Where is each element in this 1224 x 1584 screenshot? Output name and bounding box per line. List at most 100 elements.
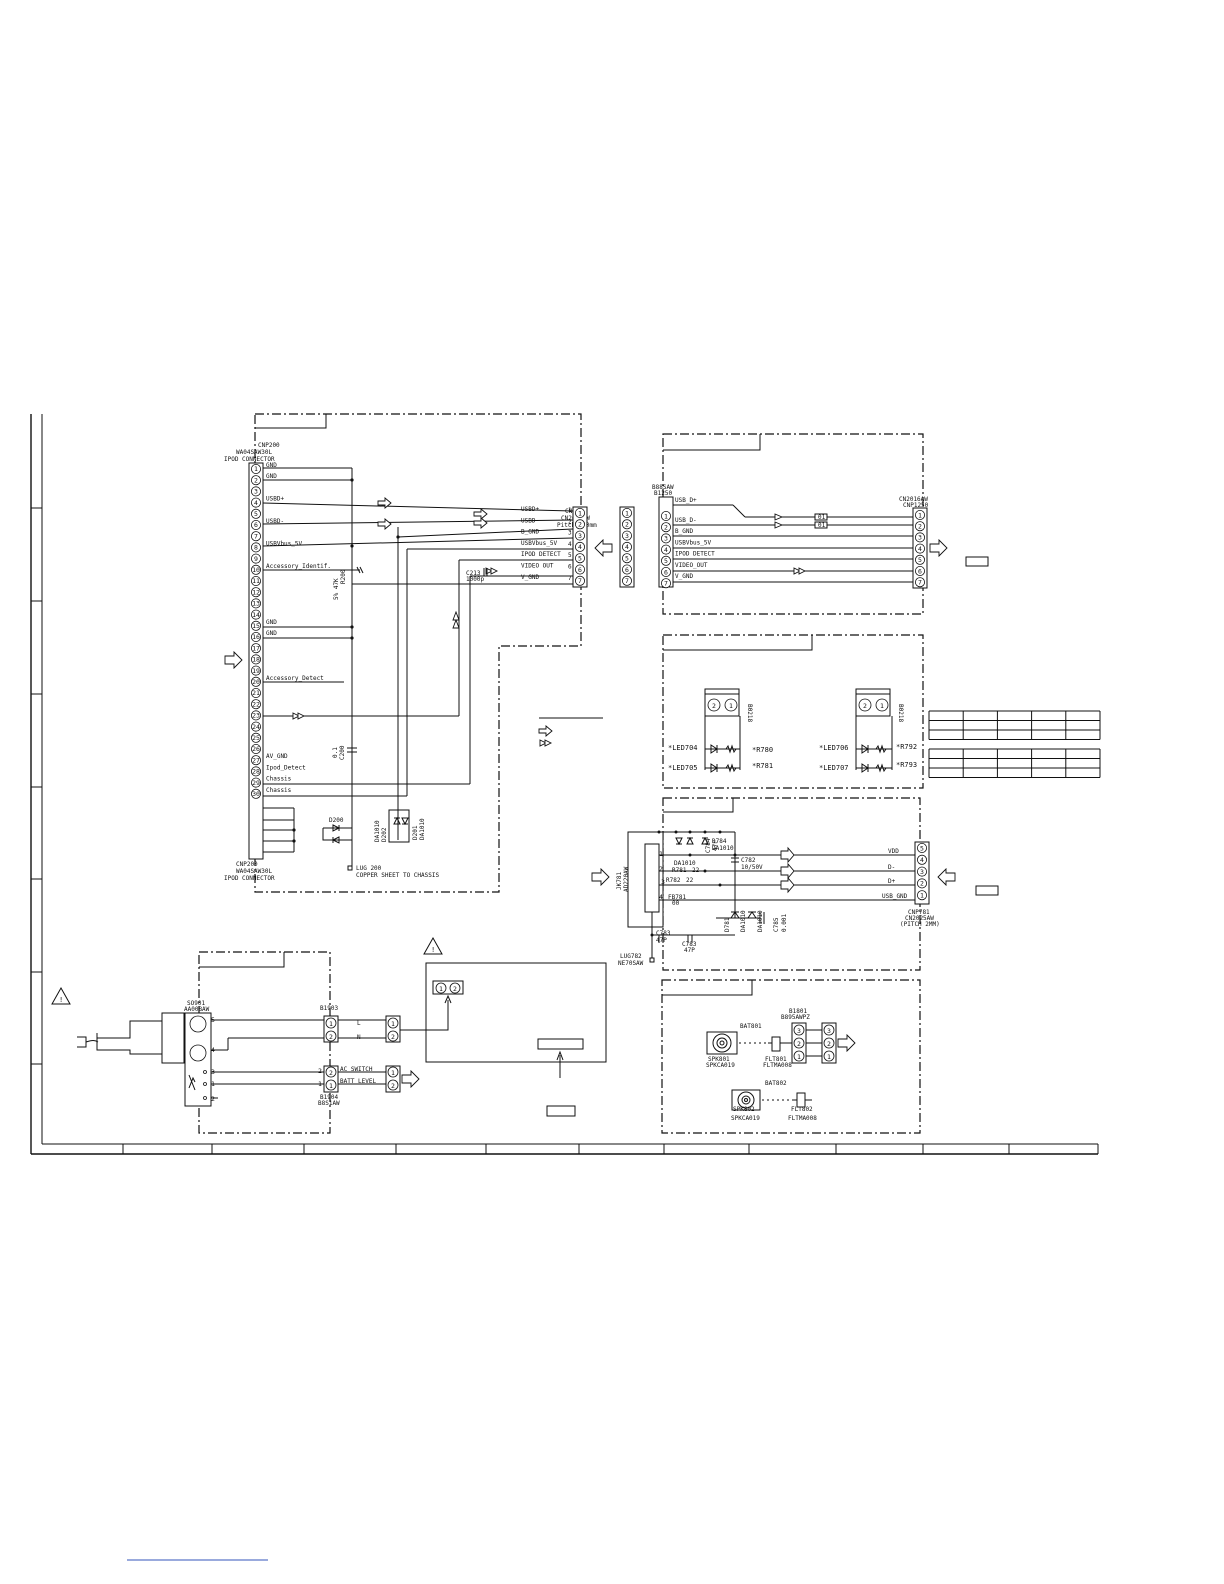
cnp200-pin	[250, 486, 261, 497]
b1250-left-pin-number: 1	[625, 509, 629, 517]
cnp200-pin	[250, 744, 261, 755]
b1801-output-arrow	[837, 1033, 856, 1053]
cnp201-signal-label: V_GND	[521, 574, 539, 581]
cnp1250-pin-number: 6	[918, 567, 922, 575]
cnp201-pin-tag: 5	[568, 552, 572, 559]
cnp1250-pin-number: 1	[918, 511, 922, 519]
c783-value: 47P	[656, 937, 667, 944]
cnp200-pin	[250, 508, 261, 519]
usb-jack-block: JK781 AD220AW 12 34	[591, 797, 999, 971]
c213-value: 1000p	[466, 576, 484, 583]
cnp200-pin-number: 30	[252, 790, 260, 798]
cnp781-pin	[917, 843, 928, 854]
svg-text:2: 2	[318, 1067, 322, 1075]
c784-ref: C784	[705, 838, 712, 853]
so901-part: AA008AW	[184, 1006, 210, 1013]
cnp200-bottom-ref: CNP200	[236, 861, 258, 868]
cnp201-pin	[575, 541, 586, 552]
cnp200-bottom-part: WA04SAW30L	[236, 868, 273, 875]
r793-label: *R793	[896, 761, 917, 769]
b1250-left-pin-number: 6	[625, 566, 629, 574]
cnp200-signal-label: USBVbus_5V	[266, 540, 303, 547]
b1250-signal-label: USBVbus_5V	[675, 539, 712, 546]
b1250-left-pin-number: 3	[625, 532, 629, 540]
ac-inlet	[161, 1012, 185, 1064]
b1801-ref: B1801	[789, 1008, 807, 1015]
b1250-pin-number: 5	[664, 557, 668, 565]
d781-part: DA1010	[740, 910, 747, 932]
r782-ref: R782	[666, 877, 681, 884]
cnp200-signal-label: Ipod_Detect	[266, 764, 306, 771]
r781-label: *R781	[752, 762, 773, 770]
jk781-body	[644, 843, 660, 913]
speaker-block: BAT801 B1801 B895AWPZ SPK801 SPKCA019 FL…	[661, 979, 921, 1134]
b1250-left-pin-number: 5	[625, 555, 629, 563]
cnp201-pin-number: 4	[578, 543, 582, 551]
cnp200-pin	[250, 475, 261, 486]
b1250-part: B88SAW	[652, 484, 674, 491]
warning-icon: !	[51, 986, 71, 1005]
cnp781-pitch: (PITCH 2MM)	[900, 921, 940, 928]
cnp200-signal-label: AV_GND	[266, 753, 288, 760]
cnp200-pin-number: 4	[254, 499, 258, 507]
cnp200-pin	[250, 788, 261, 799]
led707-label: *LED707	[819, 764, 849, 772]
cnp200-pin	[250, 598, 261, 609]
cnp201-pin-tag: 2	[568, 518, 572, 525]
cnp200-signal-label: Accessory_Detect	[266, 675, 324, 682]
r200-ref: R200	[340, 569, 347, 584]
svg-text:2: 2	[211, 1095, 215, 1103]
cnp781-pin	[917, 878, 928, 889]
spk802-part: SPKCA019	[731, 1115, 760, 1122]
cnp201-pin	[575, 575, 586, 586]
wire-l-label: L	[357, 1020, 361, 1027]
svg-text:2: 2	[797, 1040, 801, 1048]
cnp1250-pin-number: 4	[918, 545, 922, 553]
svg-text:1: 1	[318, 1080, 322, 1088]
svg-text:1: 1	[659, 850, 663, 858]
b1904-output-arrow	[401, 1069, 420, 1089]
cnp200-pin-number: 5	[254, 510, 258, 518]
wire-n-label: N	[357, 1034, 361, 1041]
b1250-left-pin	[622, 564, 633, 575]
cnp200-pin-number: 14	[252, 611, 260, 619]
c213-ref: C213	[466, 570, 481, 577]
cnp201-pin-number: 3	[578, 532, 582, 540]
cnp200-pin	[250, 609, 261, 620]
b1250-signal-label: USB_D-	[675, 517, 697, 524]
cnp200-signal-label: Accessory_Identif.	[266, 563, 331, 570]
b1250-pin	[661, 578, 672, 589]
svg-text:1: 1	[329, 1082, 333, 1090]
svg-text:3: 3	[797, 1027, 801, 1035]
jk781-input-arrow	[591, 867, 610, 887]
svg-text:4: 4	[659, 893, 663, 901]
speaker-801-icon	[706, 1031, 738, 1055]
b1250-pin-number: 3	[664, 535, 668, 543]
c200-value: 0.1	[332, 747, 339, 758]
cnp1250-ref: CNP1250	[903, 502, 929, 509]
cnp1250-pin-number: 7	[918, 579, 922, 587]
filter-801-icon	[768, 1036, 792, 1052]
b1250-pin-number: 7	[664, 580, 668, 588]
cnp1250-pin	[915, 554, 926, 565]
batt-level-label: BATT_LEVEL	[340, 1078, 377, 1085]
led-right-connector-label: B0218	[897, 704, 904, 722]
d200-ref: D200	[329, 817, 344, 824]
cnp200-pin-number: 25	[252, 734, 260, 742]
cnp200-pin	[250, 699, 261, 710]
b1250-signal-label: IPOD DETECT	[675, 551, 715, 558]
cnp200-top-part: WA04SAW30L	[236, 449, 273, 456]
cnp200-pin-number: 29	[252, 779, 260, 787]
reference-box-3	[546, 1105, 576, 1117]
reference-box-2	[975, 885, 999, 896]
cnp200-pin-number: 15	[252, 622, 260, 630]
led704-label: *LED704	[668, 744, 698, 752]
cnp200-input-arrow	[224, 650, 243, 670]
b1801-part: B895AWPZ	[781, 1014, 810, 1021]
cnp200-pin	[250, 755, 261, 766]
b1250-left-pin	[622, 519, 633, 530]
